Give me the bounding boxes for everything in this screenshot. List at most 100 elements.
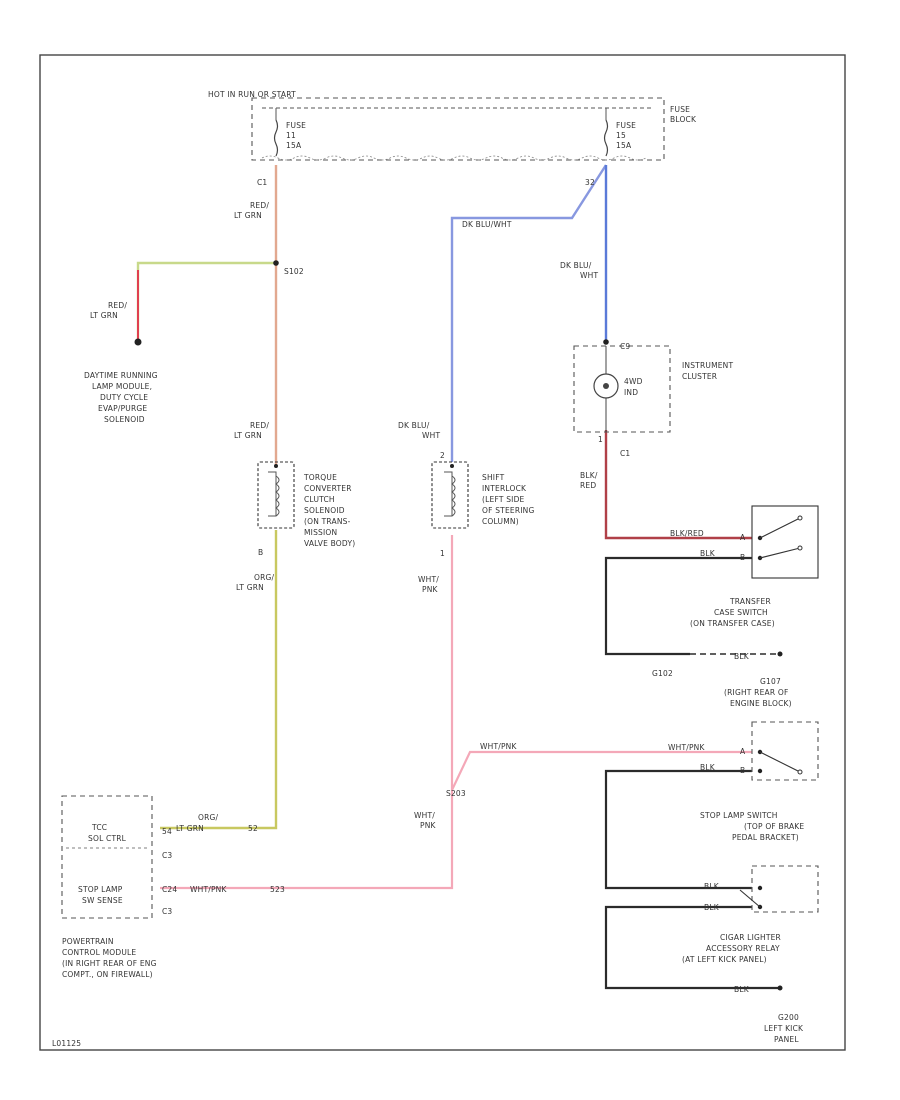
splice-s102: S102 — [284, 267, 304, 276]
tcc-label-7: VALVE BODY) — [304, 539, 355, 548]
transfer-pin-a: A — [740, 533, 746, 542]
wire-label-blk-stop: BLK — [700, 763, 716, 772]
pcm-label-1: POWERTRAIN — [62, 937, 114, 946]
tcc-label-2: CONVERTER — [304, 484, 352, 493]
wire-label-wht-pnk-low-2: PNK — [420, 821, 437, 830]
ground-g107-loc-1: (RIGHT REAR OF — [724, 688, 788, 697]
pcm-description: POWERTRAIN CONTROL MODULE (IN RIGHT REAR… — [62, 937, 156, 979]
shift-label-4: OF STEERING — [482, 506, 534, 515]
cluster-lamp-label-2: IND — [624, 388, 638, 397]
fuse-11-label: FUSE — [286, 121, 306, 130]
wire-wht-pnk-stop — [451, 750, 752, 791]
wire-label-org-ltgrn-pcm-2: LT GRN — [176, 824, 204, 833]
wire-label-blk-cig2: BLK — [704, 903, 720, 912]
pcm-pin-523: 523 — [270, 885, 285, 894]
fuse-15-label: FUSE — [616, 121, 636, 130]
cigar-lighter-relay: BLK BLK CIGAR LIGHTER ACCESSORY RELAY (A… — [682, 865, 819, 964]
drl-module: RED/ LT GRN DAYTIME RUNNING LAMP MODULE,… — [84, 301, 158, 424]
wire-org-ltgrn — [160, 530, 278, 830]
transfer-pin-b: B — [740, 553, 745, 562]
ground-g200-label: G200 — [778, 1013, 799, 1022]
wire-label-red-ltgrn-mid-2: LT GRN — [234, 431, 262, 440]
tcc-solenoid: B TORQUE CONVERTER CLUTCH SOLENOID (ON T… — [257, 461, 355, 557]
tcc-pin-b: B — [258, 548, 263, 557]
shift-label-3: (LEFT SIDE — [482, 495, 525, 504]
cluster-pin-c9: C9 — [620, 342, 630, 351]
ground-g200: G200 LEFT KICK PANEL — [764, 1013, 804, 1044]
stop-pin-b: B — [740, 766, 745, 775]
pcm-stop-label-1: STOP LAMP — [78, 885, 123, 894]
hot-in-run-label: HOT IN RUN OR START — [208, 90, 296, 99]
ground-g200-loc-1: LEFT KICK — [764, 1024, 804, 1033]
cigar-label-1: CIGAR LIGHTER — [720, 933, 781, 942]
wire-label-org-ltgrn-pcm-1: ORG/ — [198, 813, 219, 822]
wire-label-red-ltgrn-1: RED/ — [250, 201, 269, 210]
ground-g107-loc-2: ENGINE BLOCK) — [730, 699, 792, 708]
wire-label-wht-pnk-top: WHT/PNK — [480, 742, 517, 751]
wire-label-red-ltgrn-2: LT GRN — [234, 211, 262, 220]
tcc-label-6: MISSION — [304, 528, 337, 537]
drl-label-4: EVAP/PURGE — [98, 404, 147, 413]
stop-label-3: PEDAL BRACKET) — [732, 833, 799, 842]
cluster-label-1: INSTRUMENT — [682, 361, 733, 370]
fuse-15: FUSE 15 15A — [603, 119, 636, 157]
drl-label-1: DAYTIME RUNNING — [84, 371, 158, 380]
transfer-case-switch: A B BLK/RED BLK TRANSFER CASE SWITCH (ON… — [670, 505, 819, 628]
wire-label-dkblu-right-1: DK BLU/ — [560, 261, 592, 270]
fuse-11-number: 11 — [286, 131, 296, 140]
drl-label-3: DUTY CYCLE — [100, 393, 148, 402]
wire-label-dkblu-top: DK BLU/WHT — [462, 220, 512, 229]
wire-label-wht-pnk-low-1: WHT/ — [414, 811, 435, 820]
diagram-code: L01125 — [52, 1039, 81, 1048]
wire-label-wht-pnk-pcm: WHT/PNK — [190, 885, 227, 894]
wire-drl-branch — [136, 261, 276, 340]
wire-c1-num: C1 — [257, 178, 267, 187]
transfer-label-3: (ON TRANSFER CASE) — [690, 619, 775, 628]
wire-label-blk-sw: BLK — [700, 549, 716, 558]
wire-label-red-ltgrn-left-1: RED/ — [108, 301, 127, 310]
wire-wht-pnk-shift — [160, 535, 454, 890]
stop-lamp-switch: A B WHT/PNK BLK STOP LAMP SWITCH (TOP OF… — [668, 721, 819, 842]
wire-label-dkblu-mid-1: DK BLU/ — [398, 421, 430, 430]
wire-blk-red — [604, 430, 752, 540]
wire-dkblu-wht — [450, 164, 608, 462]
cigar-label-3: (AT LEFT KICK PANEL) — [682, 955, 767, 964]
pcm-label-4: COMPT., ON FIREWALL) — [62, 970, 153, 979]
shift-label-2: INTERLOCK — [482, 484, 527, 493]
stop-label-2: (TOP OF BRAKE — [744, 822, 804, 831]
shift-label-1: SHIFT — [482, 473, 505, 482]
fuse-15-number: 15 — [616, 131, 626, 140]
fuse-11-rating: 15A — [286, 141, 302, 150]
shift-label-5: COLUMN) — [482, 517, 519, 526]
drl-label-2: LAMP MODULE, — [92, 382, 152, 391]
wire-label-dkblu-right-2: WHT — [580, 271, 598, 280]
pcm-pin-52: 52 — [248, 824, 258, 833]
shift-interlock: 2 1 SHIFT INTERLOCK (LEFT SIDE OF STEERI… — [431, 451, 534, 558]
pcm-label-2: CONTROL MODULE — [62, 948, 136, 957]
fuse-block-label-1: FUSE — [670, 105, 690, 114]
pcm-pin-c3b: C3 — [162, 907, 172, 916]
wire-blk-transfer — [604, 556, 752, 656]
tcc-label-3: CLUTCH — [304, 495, 335, 504]
fuse-block: HOT IN RUN OR START FUSE BLOCK FUSE 11 1… — [208, 90, 697, 161]
transfer-label-1: TRANSFER — [729, 597, 771, 606]
pcm-stop-label-2: SW SENSE — [82, 896, 123, 905]
wire-label-wht-pnk-mid-1: WHT/ — [418, 575, 439, 584]
shift-pin-2: 2 — [440, 451, 445, 460]
stop-label-1: STOP LAMP SWITCH — [700, 811, 778, 820]
wire-blk-stop — [604, 769, 752, 890]
ground-g107-label: G107 — [760, 677, 781, 686]
pcm-pin-c24: C24 — [162, 885, 177, 894]
fuse-11: FUSE 11 15A — [273, 119, 306, 157]
drl-connector-dot — [134, 338, 142, 346]
pcm-tcc-label-2: SOL CTRL — [88, 834, 127, 843]
wire-label-blk-red-1: BLK/ — [580, 471, 598, 480]
cluster-lamp-label-1: 4WD — [624, 377, 643, 386]
drl-label-5: SOLENOID — [104, 415, 145, 424]
wire-label-blk-cig1: BLK — [704, 882, 720, 891]
transfer-label-2: CASE SWITCH — [714, 608, 768, 617]
wire-label-dkblu-mid-2: WHT — [422, 431, 440, 440]
cigar-label-2: ACCESSORY RELAY — [706, 944, 780, 953]
powertrain-control-module: TCC SOL CTRL STOP LAMP SW SENSE C3 C3 54… — [61, 795, 177, 919]
